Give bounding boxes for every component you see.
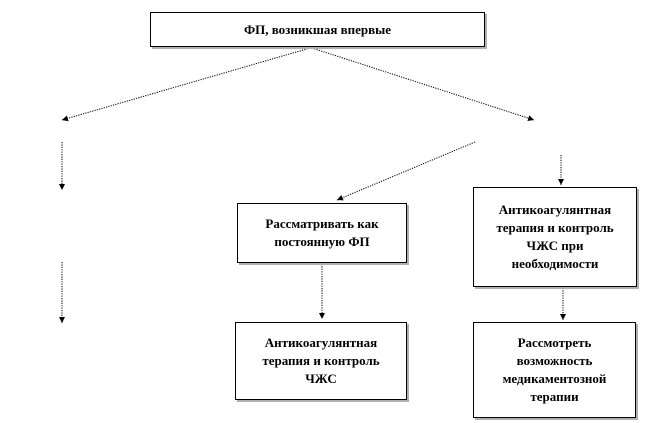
box-consider-drug-therapy: Рассмотреть возможность медикаментозной … xyxy=(473,322,636,418)
box-consider-permanent-af: Рассматривать как постоянную ФП xyxy=(237,203,407,263)
arrow-top-to-right xyxy=(311,47,535,122)
box-anticoag-rate-control: Антикоагулянтная терапия и контроль ЧЖС xyxy=(235,322,407,400)
box-anticoag-if-needed: Антикоагулянтная терапия и контроль ЧЖС … xyxy=(473,187,637,287)
box-new-onset-af: ФП, возникшая впервые xyxy=(150,12,485,47)
arrow-top-to-left xyxy=(61,47,311,122)
arrow-diagonal-to-consider xyxy=(336,141,476,201)
